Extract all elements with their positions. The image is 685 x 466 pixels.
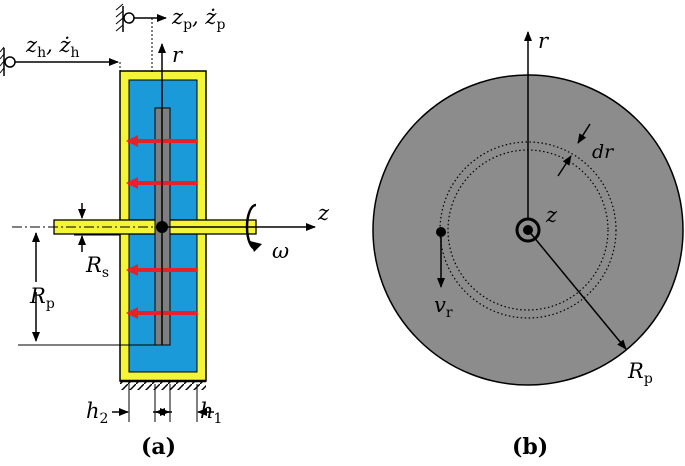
rp-dimension bbox=[18, 232, 162, 346]
zh-label: zh, żh bbox=[25, 33, 80, 61]
h1-label: h1 bbox=[200, 399, 222, 427]
r-label: r bbox=[172, 43, 184, 67]
zp-support bbox=[115, 3, 167, 72]
panel-a: r z ω zp, żp bbox=[0, 3, 330, 460]
h2-label: h2 bbox=[86, 399, 108, 427]
rs-dimension bbox=[74, 203, 120, 252]
z-label-b: z bbox=[545, 203, 558, 227]
center-ring bbox=[515, 217, 541, 243]
dr-marker bbox=[557, 123, 591, 177]
panel-b: r z dr vr Rp (b) bbox=[372, 29, 684, 460]
rs-label: Rs bbox=[85, 253, 109, 281]
vr-label: vr bbox=[434, 293, 453, 321]
fluid-particle bbox=[436, 227, 446, 237]
rp-radius-b bbox=[527, 229, 627, 350]
ground-hatch bbox=[120, 381, 206, 390]
omega-label: ω bbox=[272, 239, 289, 263]
dr-label: dr bbox=[592, 141, 615, 163]
rp-label: Rp bbox=[29, 284, 55, 312]
r-label-b: r bbox=[538, 29, 550, 53]
zp-label: zp, żp bbox=[171, 5, 225, 33]
caption-a: (a) bbox=[141, 434, 176, 460]
rp-label-b: Rp bbox=[627, 359, 653, 387]
caption-b: (b) bbox=[512, 434, 548, 460]
gap-dimensions bbox=[112, 384, 214, 422]
z-label: z bbox=[317, 201, 330, 225]
zh-support bbox=[0, 46, 121, 76]
